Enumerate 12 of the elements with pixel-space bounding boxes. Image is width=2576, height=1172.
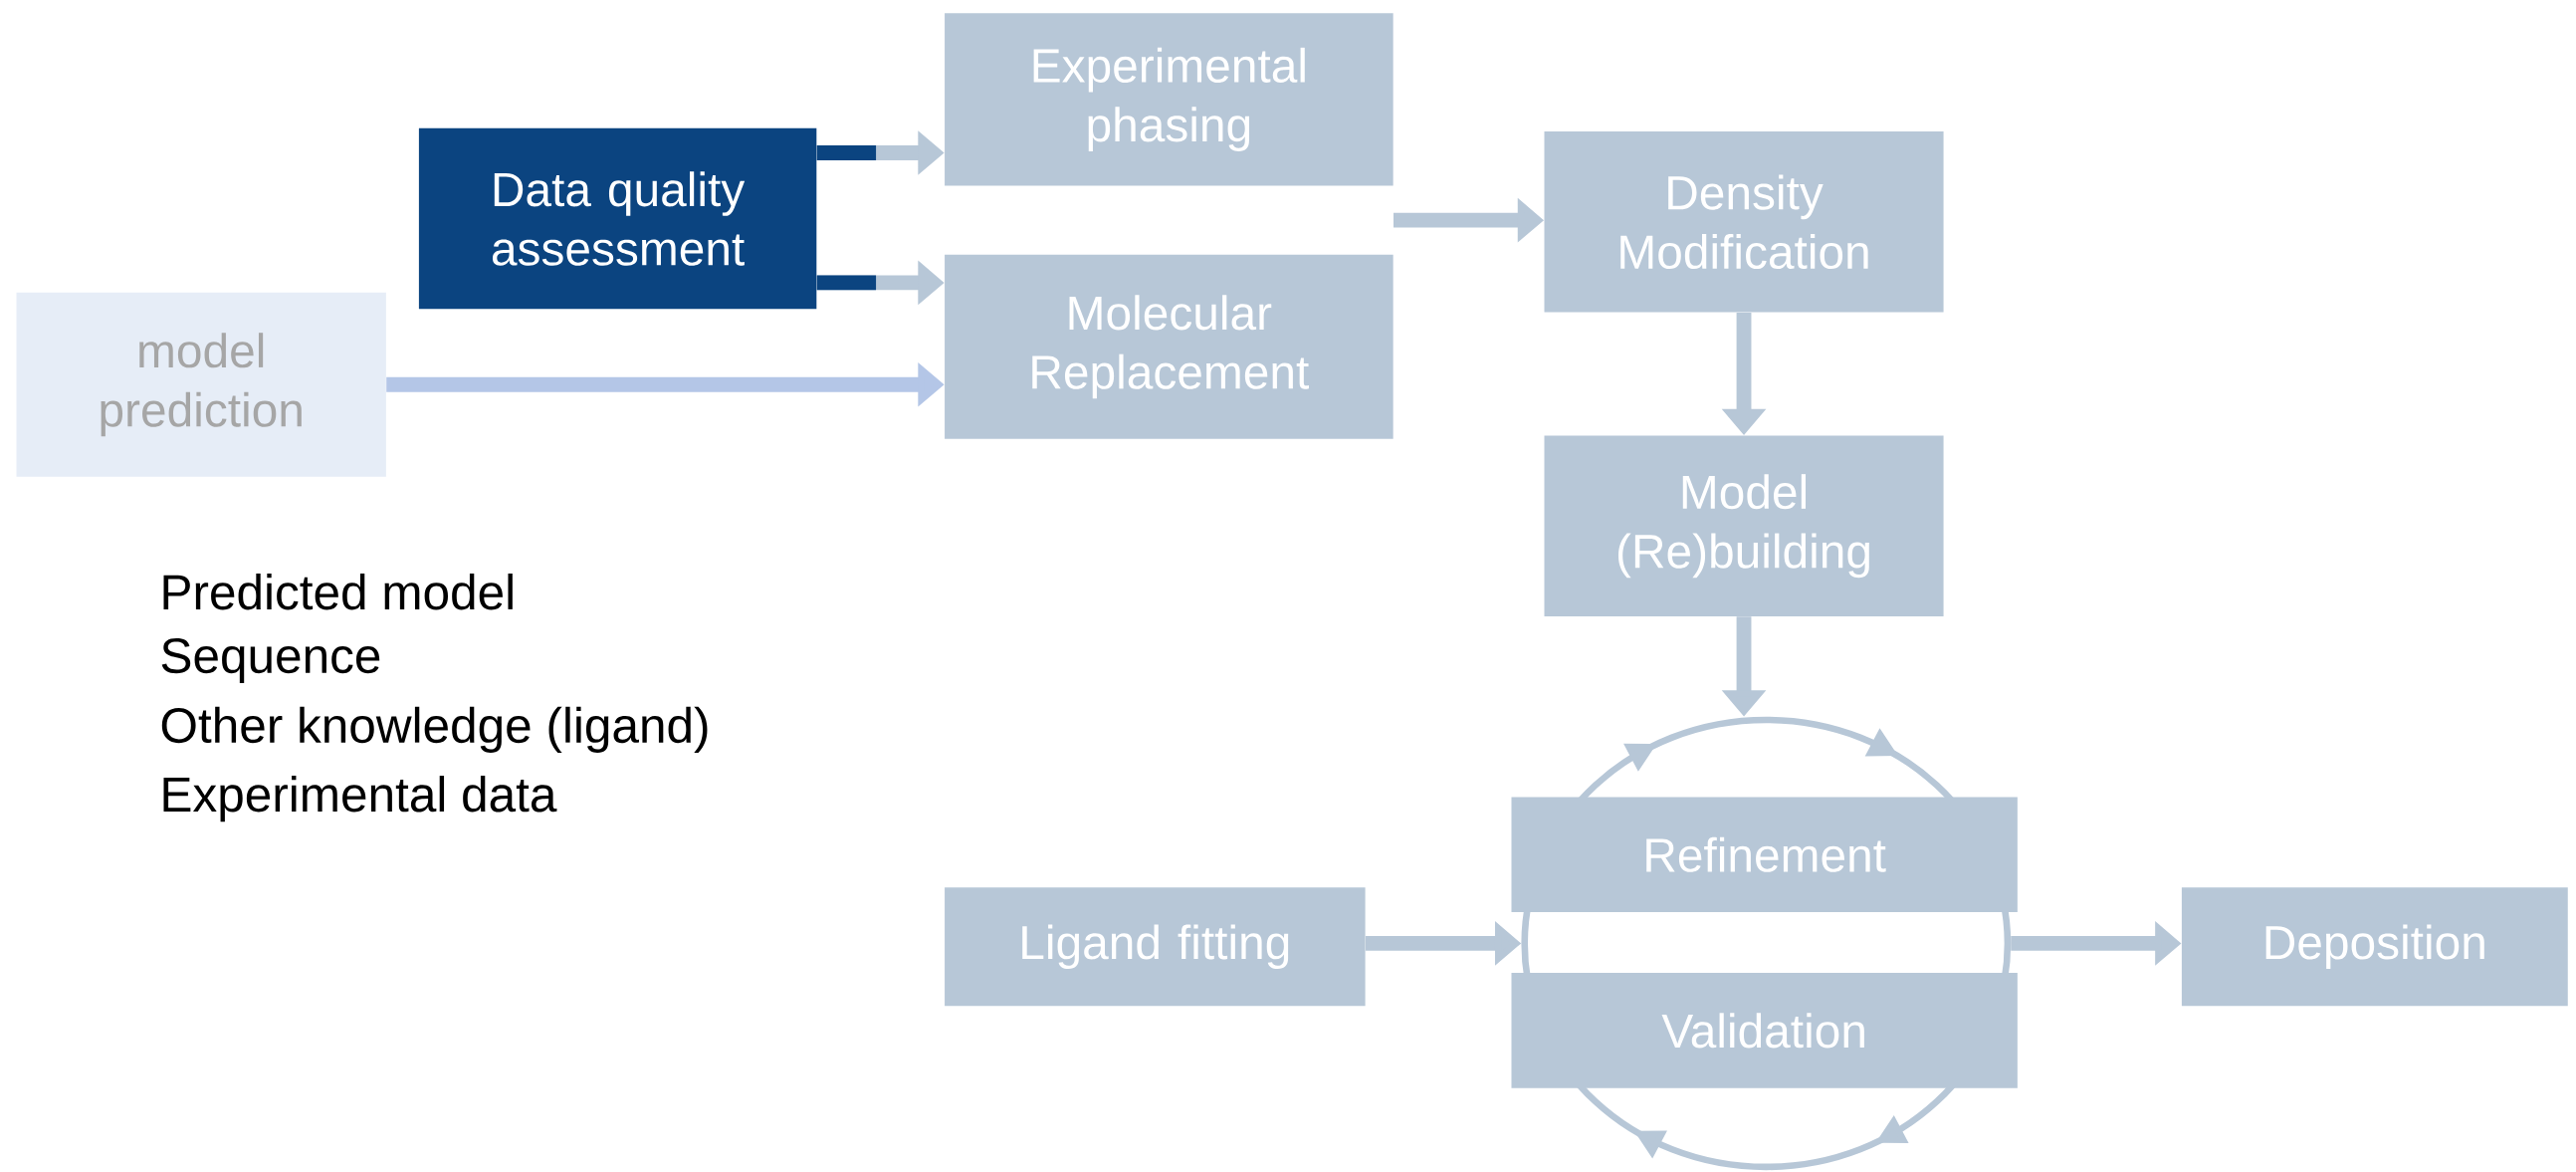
process-box: Ligand fitting <box>945 887 1366 1007</box>
process-box: Model (Re)building <box>1544 435 1944 617</box>
list-item: Other knowledge (ligand) <box>161 706 708 753</box>
process-box: Experimental phasing <box>945 13 1394 186</box>
process-box: Molecular Replacement <box>945 254 1394 439</box>
process-box: Deposition <box>2181 887 2568 1007</box>
process-box: Density Modification <box>1544 131 1944 313</box>
process-box: model prediction <box>16 292 386 477</box>
list-item: Sequence <box>161 638 380 684</box>
list-item: Experimental data <box>163 776 557 822</box>
process-box: Data quality assessment <box>418 127 817 310</box>
list-item: Predicted model <box>163 574 513 610</box>
